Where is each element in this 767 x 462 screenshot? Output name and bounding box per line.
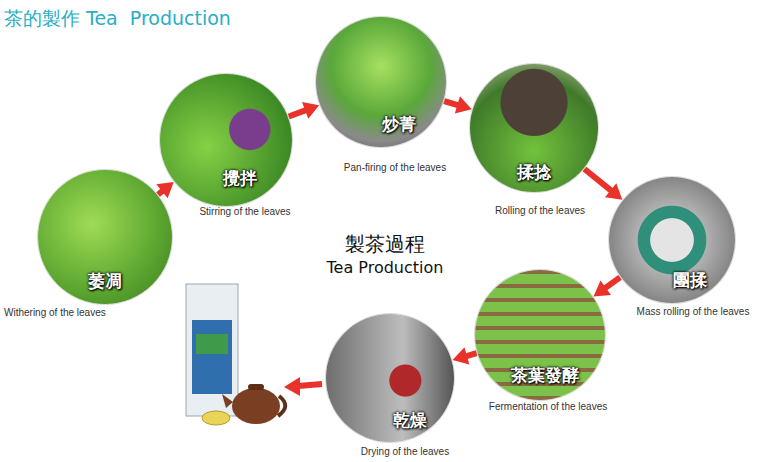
arrow-shaft: [298, 384, 322, 386]
step-name: 揉捻: [517, 162, 551, 182]
arrow-head: [156, 182, 173, 198]
process-circle: 炒菁Pan-firing of the leaves: [316, 17, 446, 147]
step-name: 炒菁: [382, 114, 416, 134]
tea-cup: [202, 411, 230, 425]
process-circle: 揉捻Rolling of the leaves: [470, 64, 598, 192]
teapot-handle: [278, 396, 285, 416]
step-name: 攪拌: [223, 168, 257, 188]
step-caption: Pan-firing of the leaves: [344, 162, 446, 174]
flow-arrow: [452, 347, 476, 364]
arrow-head: [605, 183, 622, 199]
process-circle: 茶葉發酵Fermentation of the leaves: [475, 270, 605, 400]
center-title-en: Tea Production: [327, 258, 444, 277]
step-name: 團揉: [673, 270, 707, 290]
step-caption: Withering of the leaves: [4, 307, 106, 319]
process-circle: 團揉Mass rolling of the leaves: [609, 177, 735, 303]
tea-package: [186, 284, 238, 416]
flow-arrow: [594, 277, 620, 296]
flow-arrow: [289, 102, 319, 119]
step-name: 萎凋: [88, 271, 122, 291]
step-caption: Fermentation of the leaves: [489, 401, 607, 413]
teapot: [232, 388, 280, 424]
step-caption: Stirring of the leaves: [199, 206, 290, 218]
step-name: 茶葉發酵: [511, 365, 579, 385]
flow-arrow: [156, 182, 173, 198]
diagram-title: 茶的製作 Tea Production: [4, 6, 231, 32]
step-name: 乾燥: [393, 410, 427, 430]
arrow-head: [452, 347, 469, 364]
step-caption: Drying of the leaves: [361, 446, 449, 458]
package-label: [192, 320, 232, 394]
arrow-head: [302, 102, 319, 119]
arrow-shaft: [584, 169, 613, 192]
process-circle: 乾燥Drying of the leaves: [326, 314, 454, 442]
teapot-lid: [248, 384, 264, 390]
teapot-spout: [222, 394, 233, 408]
flow-arrow: [584, 169, 622, 200]
process-circle: 萎凋Withering of the leaves: [38, 170, 172, 304]
arrow-head: [284, 377, 300, 396]
process-circle: 攪拌Stirring of the leaves: [160, 74, 292, 206]
arrow-head: [455, 96, 472, 113]
step-caption: Rolling of the leaves: [495, 205, 585, 217]
flow-arrow: [444, 96, 472, 113]
step-caption: Mass rolling of the leaves: [637, 306, 750, 318]
arrow-shaft: [289, 109, 308, 116]
center-title-zh: 製茶過程: [345, 231, 425, 258]
arrow-head: [594, 280, 611, 296]
arrow-shaft: [603, 277, 620, 289]
package-art: [196, 334, 228, 354]
